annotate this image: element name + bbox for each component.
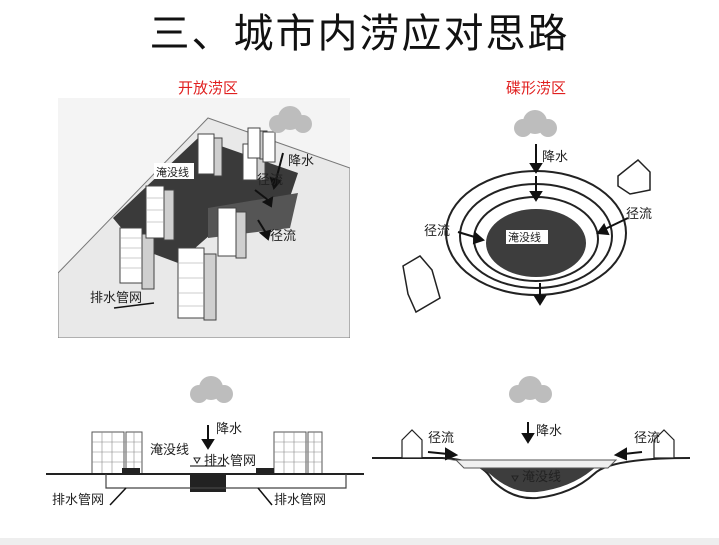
rain-cloud-icon — [190, 376, 233, 403]
house-icon — [402, 158, 651, 314]
open-area-section-diagram: 降水 淹没线 排水管网 排水管网 排水管网 — [46, 370, 364, 520]
dish-area-perspective-diagram: 降水 径流 径流 淹没线 — [388, 98, 680, 338]
runoff-label-lower: 径流 — [270, 229, 296, 244]
footer-bar — [0, 538, 719, 545]
flood-line-label: 淹没线 — [156, 165, 189, 179]
rain-label: 降水 — [216, 422, 242, 437]
open-area-heading: 开放涝区 — [178, 79, 239, 97]
rain-cloud-icon — [269, 106, 312, 133]
drain-network-label: 排水管网 — [90, 291, 142, 306]
rain-label: 降水 — [288, 154, 314, 169]
runoff-label-right: 径流 — [626, 207, 652, 222]
flood-line-label: 淹没线 — [150, 443, 189, 458]
open-area-perspective-diagram: 降水 径流 径流 淹没线 排水管网 — [58, 98, 350, 338]
drain-center-label: 排水管网 — [204, 454, 256, 469]
slide-title: 三、城市内涝应对思路 — [149, 11, 570, 57]
rain-label: 降水 — [542, 150, 568, 165]
house-icon — [401, 429, 675, 459]
building-section — [91, 431, 323, 475]
dish-area-section-diagram: 降水 径流 径流 淹没线 — [372, 370, 690, 520]
runoff-label-left: 径流 — [428, 431, 454, 446]
rain-cloud-icon — [509, 376, 552, 403]
building-cluster — [119, 127, 276, 321]
dish-area-heading: 碟形涝区 — [506, 79, 567, 97]
flood-line-label: 淹没线 — [522, 470, 561, 485]
drain-pit — [190, 474, 226, 492]
drain-left-label: 排水管网 — [52, 493, 104, 508]
runoff-label-left: 径流 — [424, 224, 450, 239]
rain-label: 降水 — [536, 424, 562, 439]
rain-cloud-icon — [514, 110, 557, 137]
runoff-label-upper: 径流 — [257, 173, 283, 188]
flood-line-label: 淹没线 — [508, 230, 541, 244]
runoff-label-right: 径流 — [634, 431, 660, 446]
drain-right-label: 排水管网 — [274, 493, 326, 508]
